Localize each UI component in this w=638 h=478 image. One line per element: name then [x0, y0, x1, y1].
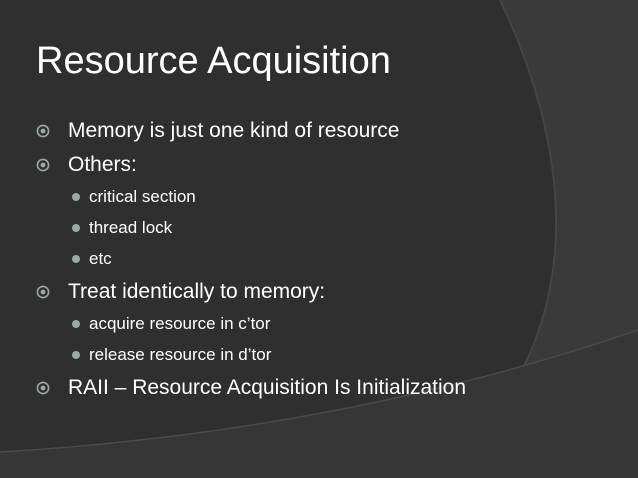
bullet-list: Memory is just one kind of resource Othe…	[36, 114, 626, 408]
bullet-text: Others:	[68, 153, 137, 176]
bullet-item: Memory is just one kind of resource	[36, 117, 626, 145]
circled-dot-icon	[36, 381, 50, 395]
sub-bullet-text: release resource in d’tor	[89, 345, 272, 364]
slide-title: Resource Acquisition	[36, 40, 391, 82]
sub-bullet-group: critical section thread lock etc	[36, 185, 626, 270]
bullet-text: Memory is just one kind of resource	[68, 119, 400, 142]
sub-bullet-item: thread lock	[36, 216, 626, 239]
sub-bullet-text: thread lock	[89, 218, 173, 237]
bullet-dot-icon	[72, 193, 80, 201]
bullet-item: RAII – Resource Acquisition Is Initializ…	[36, 374, 626, 402]
sub-bullet-item: acquire resource in c’tor	[36, 312, 626, 335]
bullet-text: Treat identically to memory:	[68, 280, 326, 303]
sub-bullet-list: acquire resource in c’tor release resour…	[36, 312, 626, 366]
bullet-text: RAII – Resource Acquisition Is Initializ…	[68, 376, 467, 399]
sub-bullet-group: acquire resource in c’tor release resour…	[36, 312, 626, 366]
sub-bullet-list: critical section thread lock etc	[36, 185, 626, 270]
sub-bullet-item: release resource in d’tor	[36, 343, 626, 366]
bottom-band-shape	[0, 330, 638, 478]
circled-dot-icon	[36, 158, 50, 172]
bullet-item: Others:	[36, 151, 626, 179]
bullet-dot-icon	[72, 224, 80, 232]
sub-bullet-item: critical section	[36, 185, 626, 208]
bottom-band-edge-line	[0, 329, 638, 453]
circled-dot-icon	[36, 124, 50, 138]
sub-bullet-text: acquire resource in c’tor	[89, 314, 271, 333]
bullet-dot-icon	[72, 255, 80, 263]
sub-bullet-text: etc	[89, 249, 112, 268]
bullet-item: Treat identically to memory:	[36, 278, 626, 306]
sub-bullet-text: critical section	[89, 187, 196, 206]
sub-bullet-item: etc	[36, 247, 626, 270]
bullet-dot-icon	[72, 351, 80, 359]
bullet-dot-icon	[72, 320, 80, 328]
circled-dot-icon	[36, 285, 50, 299]
